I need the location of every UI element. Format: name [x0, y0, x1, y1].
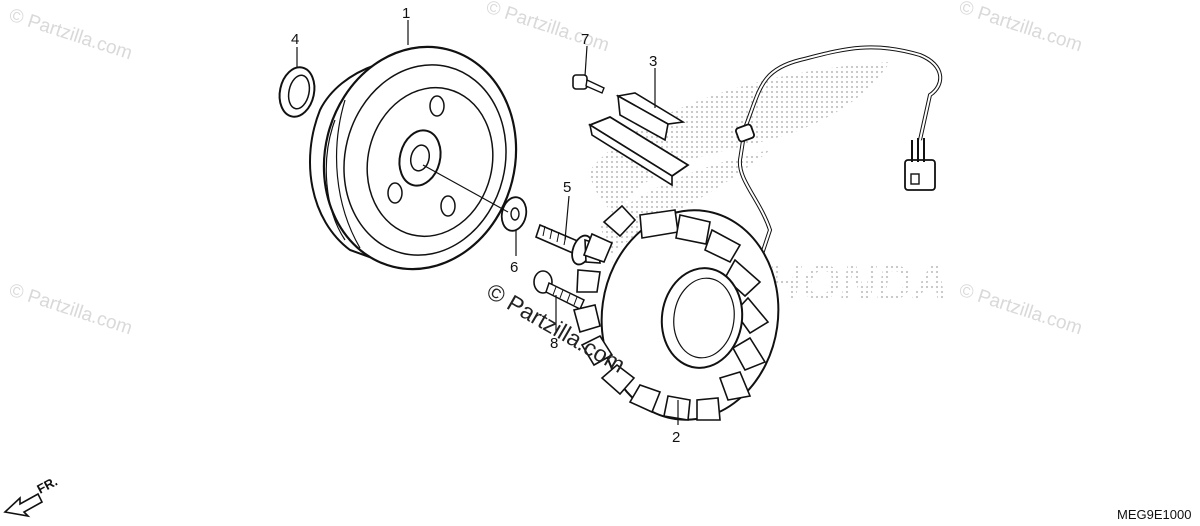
part-3-bracket[interactable] [588, 92, 690, 187]
watermark-top-center: © Partzilla.com [483, 0, 611, 56]
callout-1[interactable]: 1 [402, 5, 410, 22]
diagram-code: MEG9E1000 [1117, 507, 1191, 522]
callout-5[interactable]: 5 [563, 179, 571, 196]
watermark-bottom-left: © Partzilla.com [6, 280, 134, 340]
watermark-top-right: © Partzilla.com [956, 0, 1084, 56]
watermark-top-left: © Partzilla.com [6, 5, 134, 65]
honda-logo-text: HONDA [765, 255, 948, 311]
part-8-socket-bolt[interactable] [533, 270, 585, 311]
callout-2[interactable]: 2 [672, 429, 680, 446]
callout-4[interactable]: 4 [291, 31, 299, 48]
part-1-flywheel[interactable] [301, 26, 540, 289]
watermark-bottom-right: © Partzilla.com [956, 280, 1084, 340]
part-4-o-ring[interactable] [275, 64, 319, 120]
part-2-stator[interactable] [573, 45, 943, 431]
front-indicator: FR. [3, 474, 60, 518]
callout-numbers: 1 2 3 4 5 6 7 8 [291, 5, 680, 446]
callout-6[interactable]: 6 [510, 259, 518, 276]
callout-3[interactable]: 3 [649, 53, 657, 70]
part-6-washer[interactable] [499, 195, 530, 233]
callout-8[interactable]: 8 [550, 335, 558, 352]
callout-7[interactable]: 7 [581, 31, 589, 48]
leader-lines [296, 20, 679, 425]
part-7-bolt[interactable] [572, 74, 605, 94]
front-arrow-icon [3, 492, 44, 518]
